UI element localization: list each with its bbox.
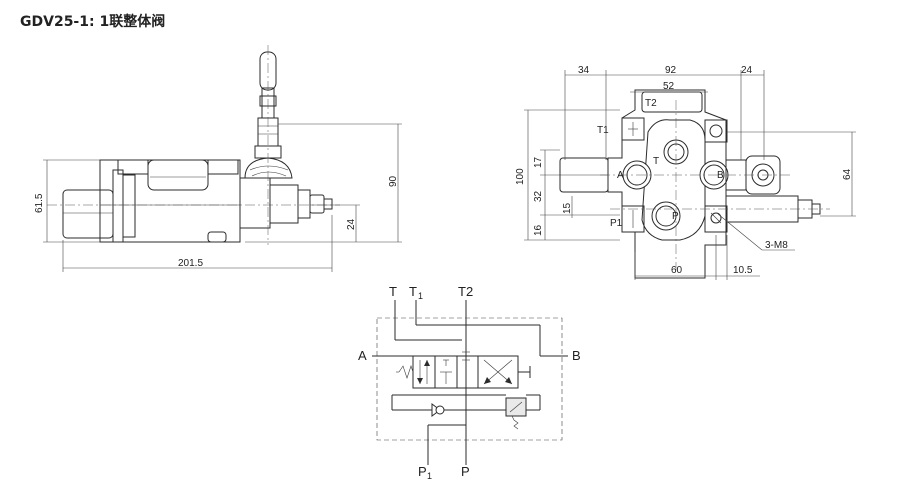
- side-view: 61.5 201.5 90 24: [34, 45, 402, 272]
- front-label-a: A: [617, 170, 624, 181]
- page-title: GDV25-1: 1联整体阀: [20, 14, 166, 30]
- front-p1-port: [621, 205, 645, 233]
- dim-90: 90: [388, 175, 399, 187]
- front-label-b: B: [717, 170, 724, 181]
- schematic-port-p1-sub: 1: [427, 471, 432, 481]
- dim-201-5: 201.5: [178, 258, 203, 269]
- front-t1-port: [621, 117, 645, 141]
- dim-92: 92: [665, 65, 677, 76]
- schematic-port-p: P: [461, 464, 470, 479]
- schematic-port-a: A: [358, 348, 367, 363]
- front-label-3-m8: 3-M8: [765, 240, 788, 251]
- dim-61-5: 61.5: [34, 193, 45, 213]
- front-label-t2: T2: [645, 98, 657, 109]
- front-label-p: P: [672, 211, 679, 222]
- schematic-port-t: T: [389, 284, 397, 299]
- dim-100: 100: [515, 168, 526, 185]
- schematic-port-t1-sub: 1: [418, 291, 423, 301]
- dim-52: 52: [663, 81, 675, 92]
- dim-24-top: 24: [741, 65, 753, 76]
- dim-32: 32: [533, 190, 544, 202]
- front-label-t: T: [653, 156, 659, 167]
- schematic-port-t2: T2: [458, 284, 473, 299]
- dim-16: 16: [533, 224, 544, 236]
- dim-34: 34: [578, 65, 590, 76]
- spool-block-1: [412, 355, 436, 389]
- schematic-enclosure: [376, 317, 563, 441]
- schematic-port-b: B: [572, 348, 581, 363]
- dim-60: 60: [671, 265, 683, 276]
- side-valve-body: [99, 159, 241, 243]
- hydraulic-schematic: T T 1 T2 A B P 1 P: [358, 284, 581, 481]
- dim-24: 24: [346, 218, 357, 230]
- dim-64: 64: [842, 168, 853, 180]
- side-handle-boot: [244, 157, 293, 179]
- front-view: 34 92 24 52 T2 T1 A B T P P1 100 17 32 1…: [515, 65, 856, 280]
- dim-17: 17: [533, 156, 544, 168]
- front-label-t1: T1: [597, 125, 609, 136]
- schematic-port-p1: P: [418, 464, 427, 479]
- dim-10-5: 10.5: [733, 265, 753, 276]
- side-end-cap: [62, 189, 114, 239]
- schematic-port-t1: T: [409, 284, 417, 299]
- dim-15: 15: [562, 202, 573, 214]
- front-label-p1: P1: [610, 218, 623, 229]
